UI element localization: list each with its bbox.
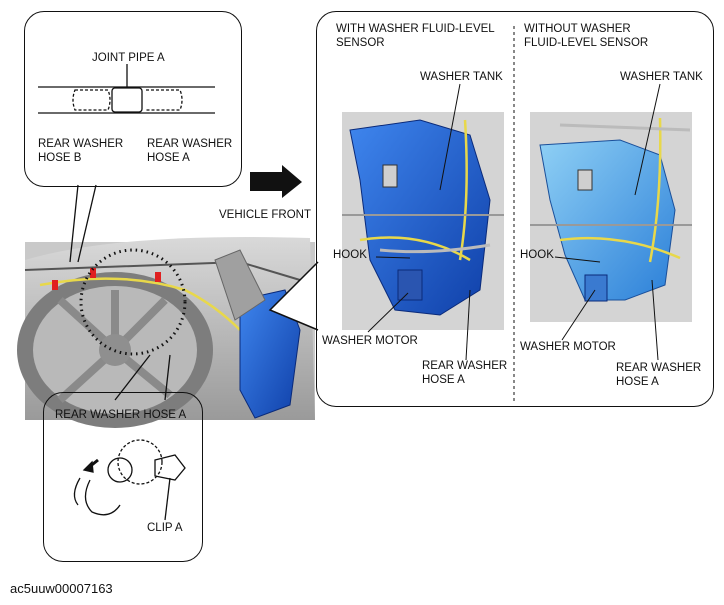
detail-callout [316,11,714,407]
clip-hose-label: REAR WASHER HOSE A [55,409,187,421]
joint-pipe-callout [24,11,242,187]
without-sensor-washer-tank-label: WASHER TANK [620,71,703,83]
without-sensor-rear-hose-label: REAR WASHER HOSE A [616,362,702,388]
figure-id: ac5uuw00007163 [10,581,113,596]
with-sensor-hook-label: HOOK [333,249,367,261]
rear-washer-hose-line [39,277,241,331]
with-sensor-washer-motor-label: WASHER MOTOR [322,335,418,347]
zoom-circle [79,248,187,356]
vehicle-front-arrow [250,165,302,198]
leaders-with-sensor [367,83,471,361]
joint-callout-art [38,64,215,263]
washer-tank-small [239,289,301,419]
with-sensor-rear-hose-label: REAR WASHER HOSE A [422,360,508,386]
red-marker-2 [90,268,96,278]
rear-washer-hose-b-label: REAR WASHER HOSE B [38,138,124,164]
vehicle-front-label: VEHICLE FRONT [219,209,312,221]
vehicle-view [17,236,315,428]
rear-washer-hose-a-label: REAR WASHER HOSE A [147,138,233,164]
tank-without-sensor [530,112,692,322]
with-sensor-title: WITH WASHER FLUID-LEVEL SENSOR [336,23,495,49]
without-sensor-hook-label: HOOK [520,249,554,261]
red-marker-1 [52,280,58,290]
tank-with-sensor [342,112,504,330]
without-sensor-title: WITHOUT WASHER FLUID-LEVEL SENSOR [524,23,649,49]
without-sensor-washer-motor-label: WASHER MOTOR [520,341,616,353]
red-marker-3 [155,272,161,282]
clip-a-label: CLIP A [147,522,183,534]
clip-callout [43,392,203,562]
joint-pipe-label: JOINT PIPE A [92,52,165,64]
with-sensor-washer-tank-label: WASHER TANK [420,71,503,83]
leaders-without-sensor [554,83,661,361]
